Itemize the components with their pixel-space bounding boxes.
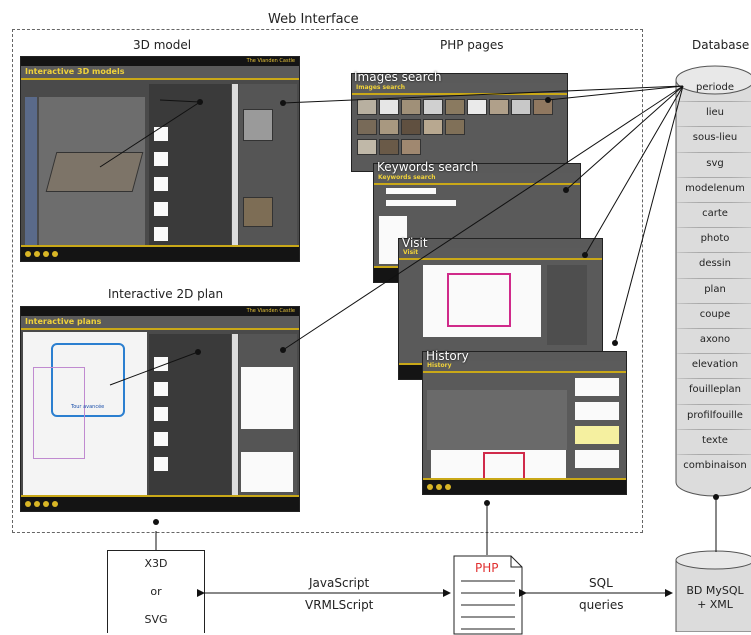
link-keywords-periode xyxy=(566,86,683,190)
connector-dot xyxy=(582,252,588,258)
connector-dot xyxy=(197,99,203,105)
link-images-periode xyxy=(548,86,683,100)
connector-dot xyxy=(612,340,618,346)
link-plan-list xyxy=(110,352,198,385)
connector-dot xyxy=(563,187,569,193)
link-visit-periode xyxy=(585,86,683,255)
connector-dot xyxy=(545,97,551,103)
link-3d-model xyxy=(100,102,200,167)
link-3d-periode xyxy=(283,86,683,103)
link-3d-list xyxy=(160,100,200,102)
connector-dot xyxy=(280,347,286,353)
connector-dot xyxy=(713,494,719,500)
connector-dot xyxy=(484,500,490,506)
link-plan2d-periode xyxy=(283,86,683,350)
connector-dot xyxy=(195,349,201,355)
connector-dot xyxy=(153,519,159,525)
connector-dot xyxy=(280,100,286,106)
